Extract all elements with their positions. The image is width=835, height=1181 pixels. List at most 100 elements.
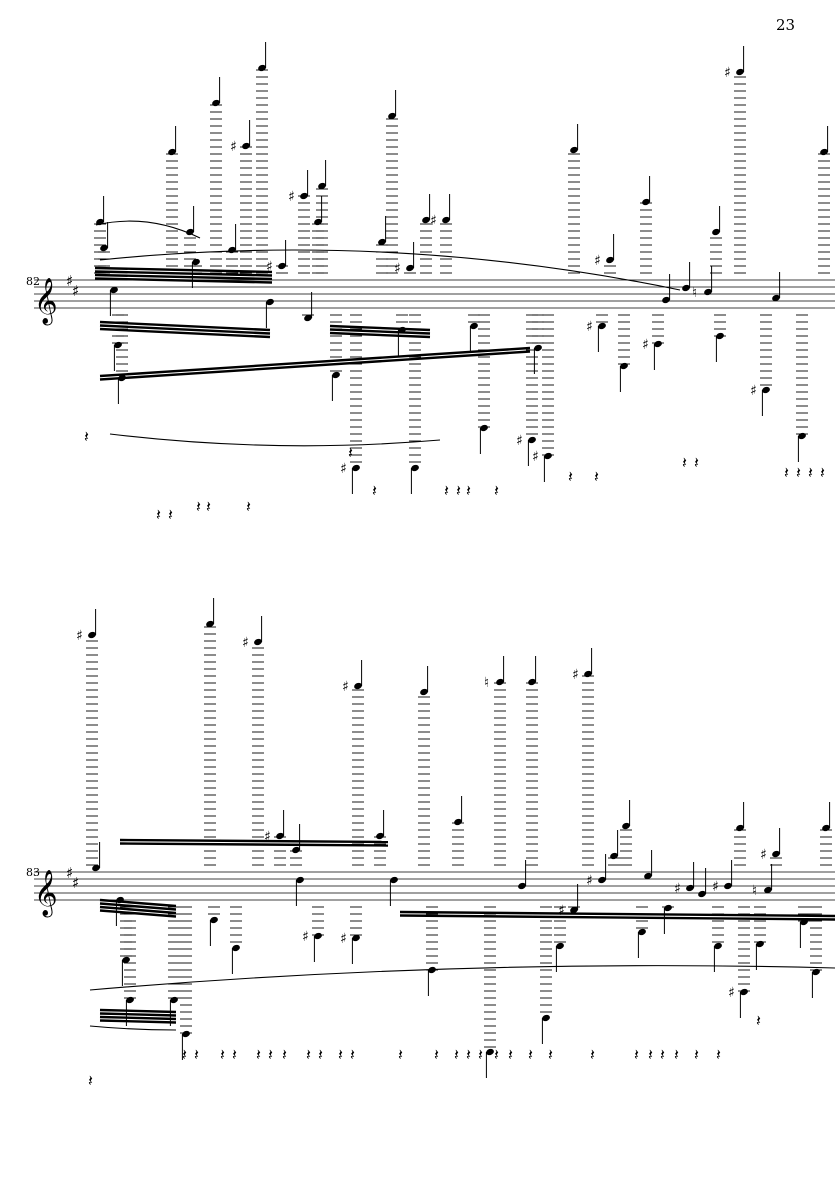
note-head <box>714 942 722 950</box>
sharp-icon: ♯ <box>230 139 237 155</box>
quarter-rest-icon: 𝄽 <box>338 1045 343 1064</box>
sharp-icon: ♯ <box>288 189 295 205</box>
treble-clef-icon: 𝄞 <box>34 870 58 918</box>
quarter-rest-icon: 𝄽 <box>282 1045 287 1064</box>
note-head <box>736 824 744 832</box>
beam <box>94 266 273 274</box>
note-head <box>454 818 462 826</box>
note-head <box>542 1014 550 1022</box>
note-head <box>570 906 578 914</box>
natural-icon: ♮ <box>484 675 489 691</box>
note-head <box>544 452 552 460</box>
note-head <box>292 846 300 854</box>
note-head <box>110 286 118 294</box>
sharp-icon: ♯ <box>750 383 757 399</box>
note-head <box>724 882 732 890</box>
sharp-icon: ♯ <box>724 65 731 81</box>
quarter-rest-icon: 𝄽 <box>168 505 173 524</box>
beam <box>329 331 431 339</box>
sharp-icon: ♯ <box>572 667 579 683</box>
key-signature-sharp-icon: ♯ <box>72 282 79 300</box>
quarter-rest-icon: 𝄽 <box>694 1045 699 1064</box>
quarter-rest-icon: 𝄽 <box>182 1045 187 1064</box>
sharp-icon: ♯ <box>586 319 593 335</box>
quarter-rest-icon: 𝄽 <box>548 1045 553 1064</box>
sharp-icon: ♯ <box>532 449 539 465</box>
note-head <box>642 198 650 206</box>
note-head <box>168 148 176 156</box>
quarter-rest-icon: 𝄽 <box>194 1045 199 1064</box>
quarter-rest-icon: 𝄽 <box>268 1045 273 1064</box>
note-head <box>206 620 214 628</box>
beam <box>99 1008 177 1014</box>
sharp-icon: ♯ <box>302 929 309 945</box>
note-head <box>390 876 398 884</box>
quarter-rest-icon: 𝄽 <box>528 1045 533 1064</box>
quarter-rest-icon: 𝄽 <box>648 1045 653 1064</box>
beam <box>119 842 389 847</box>
note-head <box>518 882 526 890</box>
note-head <box>662 296 670 304</box>
beam <box>99 902 177 911</box>
system-2: 𝄞♯♯♯♯♯♯♯♯♮♯♯♯♯♯♯♮♯𝄽𝄽𝄽𝄽𝄽𝄽𝄽𝄽𝄽𝄽𝄽𝄽𝄽𝄽𝄽𝄽𝄽𝄽𝄽𝄽𝄽𝄽… <box>34 598 835 1090</box>
note-head <box>664 904 672 912</box>
beam <box>399 910 835 918</box>
note-head <box>378 238 386 246</box>
natural-icon: ♮ <box>752 883 757 899</box>
note-head <box>772 294 780 302</box>
note-head <box>258 64 266 72</box>
note-head <box>704 288 712 296</box>
quarter-rest-icon: 𝄽 <box>444 481 449 500</box>
beam <box>99 905 177 915</box>
page-number: 23 <box>776 16 796 34</box>
slur <box>95 220 201 239</box>
sharp-icon: ♯ <box>264 829 271 845</box>
quarter-rest-icon: 𝄽 <box>232 1045 237 1064</box>
note-head <box>528 436 536 444</box>
quarter-rest-icon: 𝄽 <box>256 1045 261 1064</box>
note-head <box>764 886 772 894</box>
note-head <box>254 638 262 646</box>
note-head <box>314 932 322 940</box>
sharp-icon: ♯ <box>712 879 719 895</box>
quarter-rest-icon: 𝄽 <box>466 481 471 500</box>
beam <box>99 898 177 908</box>
note-head <box>598 876 606 884</box>
note-head <box>278 262 286 270</box>
note-head <box>584 670 592 678</box>
sharp-icon: ♯ <box>728 985 735 1001</box>
quarter-rest-icon: 𝄽 <box>454 1045 459 1064</box>
note-head <box>682 284 690 292</box>
note-head <box>736 68 744 76</box>
quarter-rest-icon: 𝄽 <box>590 1045 595 1064</box>
natural-icon: ♮ <box>692 285 697 301</box>
note-head <box>354 682 362 690</box>
note-head <box>480 424 488 432</box>
quarter-rest-icon: 𝄽 <box>494 481 499 500</box>
sharp-icon: ♯ <box>516 433 523 449</box>
note-head <box>800 918 808 926</box>
quarter-rest-icon: 𝄽 <box>88 1071 93 1090</box>
slur <box>109 433 441 447</box>
note-head <box>411 464 419 472</box>
note-head <box>638 928 646 936</box>
note-head <box>528 678 536 686</box>
beam <box>94 270 273 277</box>
note-head <box>820 148 828 156</box>
key-signature-sharp-icon: ♯ <box>66 272 73 290</box>
quarter-rest-icon: 𝄽 <box>820 463 825 482</box>
quarter-rest-icon: 𝄽 <box>350 1045 355 1064</box>
sharp-icon: ♯ <box>760 847 767 863</box>
treble-clef-icon: 𝄞 <box>34 278 58 326</box>
note-head <box>606 256 614 264</box>
sharp-icon: ♯ <box>340 461 347 477</box>
quarter-rest-icon: 𝄽 <box>196 497 201 516</box>
quarter-rest-icon: 𝄽 <box>372 481 377 500</box>
sharp-icon: ♯ <box>340 931 347 947</box>
sharp-icon: ♯ <box>642 337 649 353</box>
quarter-rest-icon: 𝄽 <box>756 1011 761 1030</box>
note-head <box>266 298 274 306</box>
note-head <box>122 956 130 964</box>
